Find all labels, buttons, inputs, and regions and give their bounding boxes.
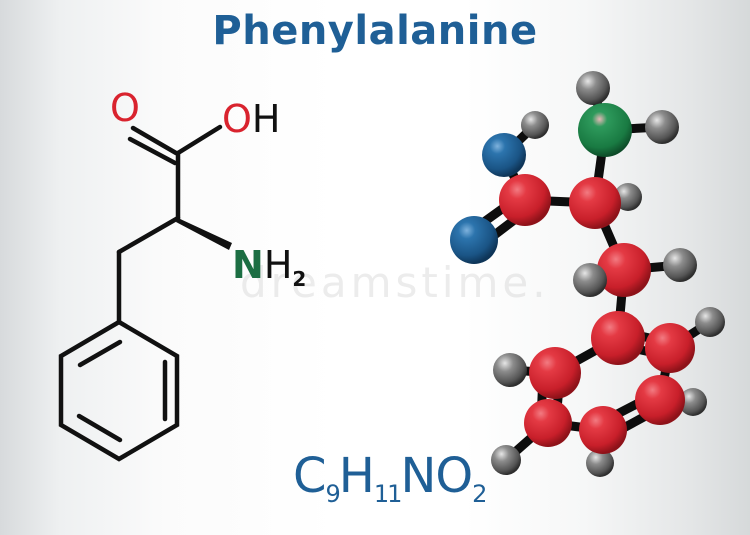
atoms bbox=[450, 71, 725, 477]
wedge-bond bbox=[176, 218, 232, 250]
hydrogen-atom bbox=[663, 248, 697, 282]
formula-element: N bbox=[400, 448, 436, 504]
ring-double-bond-1 bbox=[77, 339, 123, 368]
hydrogen-atom bbox=[493, 353, 527, 387]
hydrogen-atom bbox=[679, 388, 707, 416]
amine-label: NH2 bbox=[232, 246, 306, 289]
oxygen-atom bbox=[482, 133, 526, 177]
amine-subscript: 2 bbox=[292, 267, 307, 291]
carbonyl-oxygen-label: O bbox=[110, 86, 140, 130]
molecule-title: Phenylalanine bbox=[212, 8, 538, 54]
hydrogen-atom bbox=[521, 111, 549, 139]
nitrogen-atom bbox=[578, 103, 632, 157]
amine-h: H bbox=[263, 243, 293, 287]
carbon-atom bbox=[579, 406, 627, 454]
carbon-atom bbox=[569, 177, 621, 229]
formula-element: O bbox=[435, 448, 473, 504]
carbonyl-double-bond-1 bbox=[130, 125, 179, 156]
formula-element: C bbox=[293, 448, 327, 504]
benzene-ring bbox=[58, 319, 180, 462]
formula-element: H bbox=[338, 448, 375, 504]
hydrogen-atom bbox=[491, 445, 521, 475]
carbon-atom bbox=[499, 174, 551, 226]
carbon-atom bbox=[591, 311, 645, 365]
carbon-atom bbox=[635, 375, 685, 425]
formula-count: 11 bbox=[373, 480, 403, 508]
amine-n: N bbox=[232, 243, 264, 287]
hydrogen-atom bbox=[586, 449, 614, 477]
hydroxyl-o: O bbox=[222, 97, 252, 141]
hydrogen-atom bbox=[573, 263, 607, 297]
alpha-beta-bond bbox=[116, 215, 181, 255]
carbon-atom bbox=[524, 399, 572, 447]
oxygen-atom bbox=[450, 216, 498, 264]
carbon-atom bbox=[645, 323, 695, 373]
hydroxyl-bond bbox=[175, 124, 223, 156]
carbon-atom bbox=[529, 347, 581, 399]
formula-count: 2 bbox=[472, 480, 487, 508]
molecular-formula: C9H11NO2 bbox=[293, 452, 487, 508]
carbon-atom bbox=[597, 243, 651, 297]
ring-double-bond-3 bbox=[76, 413, 123, 443]
hydroxyl-label: OH bbox=[222, 100, 281, 138]
hydrogen-atom bbox=[645, 110, 679, 144]
hydrogen-atom bbox=[695, 307, 725, 337]
carbonyl-double-bond-2 bbox=[127, 136, 178, 166]
hydrogen-atom bbox=[576, 71, 610, 105]
formula-count: 9 bbox=[325, 480, 341, 508]
hydroxyl-h: H bbox=[251, 97, 281, 141]
hydrogen-atom bbox=[614, 183, 642, 211]
